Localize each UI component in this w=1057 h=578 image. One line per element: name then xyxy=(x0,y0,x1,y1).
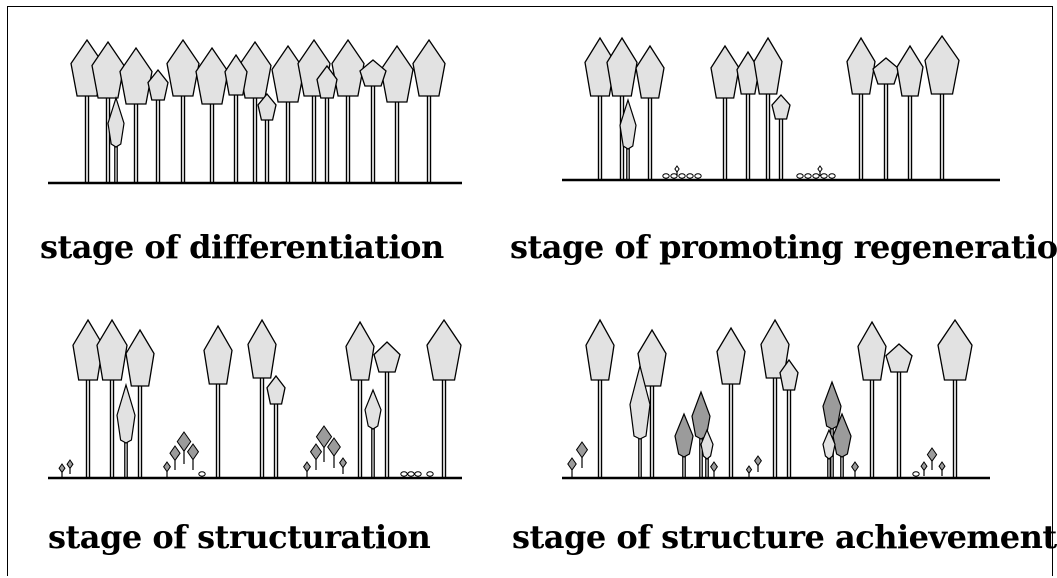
tree xyxy=(885,343,913,478)
tree xyxy=(872,57,900,180)
tree xyxy=(359,59,387,183)
seedling xyxy=(309,443,323,470)
seedling xyxy=(674,165,680,176)
tree xyxy=(760,318,790,478)
seedling xyxy=(327,437,341,468)
tree xyxy=(426,318,462,478)
caption-promoting-regeneration: stage of promoting regeneration xyxy=(510,228,1057,266)
young-tree xyxy=(107,96,125,183)
seedling xyxy=(926,447,938,470)
tree xyxy=(203,324,233,478)
young-tree xyxy=(832,412,852,478)
tree xyxy=(779,358,799,478)
seedling xyxy=(176,431,192,464)
seedling xyxy=(686,173,694,180)
tree xyxy=(716,326,746,478)
tree xyxy=(271,44,305,183)
tree xyxy=(345,320,375,478)
seedling xyxy=(169,445,181,470)
seedling xyxy=(817,165,823,176)
seedling xyxy=(745,465,753,478)
seedling xyxy=(339,457,347,474)
caption-structure-achievement: stage of structure achievement xyxy=(512,518,1057,556)
young-tree xyxy=(674,412,694,478)
young-tree xyxy=(364,388,382,478)
caption-differentiation: stage of differentiation xyxy=(40,228,444,266)
young-tree xyxy=(700,428,714,478)
tree xyxy=(195,46,229,183)
seedling xyxy=(567,457,577,478)
seedling xyxy=(851,461,859,478)
seedling xyxy=(66,459,74,474)
tree xyxy=(316,64,338,183)
tree xyxy=(924,34,960,180)
tree xyxy=(238,40,272,183)
young-tree xyxy=(619,98,637,180)
seedling xyxy=(400,471,408,478)
panel-differentiation: stage of differentiation xyxy=(0,0,520,280)
tree xyxy=(331,38,365,183)
tree xyxy=(585,318,615,478)
seedling xyxy=(804,173,812,180)
tree xyxy=(72,318,104,478)
panel-promoting-regeneration: stage of promoting regeneration xyxy=(0,0,1057,280)
seedling xyxy=(710,461,718,478)
tree xyxy=(247,318,277,478)
seedling xyxy=(662,173,670,180)
tree xyxy=(96,318,128,478)
forest-diagram-structuration xyxy=(48,318,462,480)
seedling xyxy=(920,461,928,476)
seedling xyxy=(828,173,836,180)
seedling xyxy=(754,455,762,472)
tree xyxy=(846,36,876,180)
tree xyxy=(771,94,791,180)
figure-frame xyxy=(7,6,1053,576)
seedling xyxy=(575,441,589,468)
seedling xyxy=(58,463,66,478)
young-tree xyxy=(822,428,836,478)
tree xyxy=(753,36,783,180)
tree xyxy=(147,68,169,183)
seedling xyxy=(938,461,946,476)
forest-diagram-promoting-regeneration xyxy=(562,34,1000,182)
young-tree xyxy=(116,382,136,478)
tree xyxy=(380,44,414,183)
tree xyxy=(373,341,401,478)
tree xyxy=(166,38,200,183)
tree xyxy=(224,53,248,183)
tree xyxy=(266,374,286,478)
seedling xyxy=(186,443,200,470)
tree xyxy=(119,46,153,183)
tree xyxy=(91,40,125,183)
young-tree xyxy=(629,363,651,478)
tree xyxy=(635,44,665,180)
tree xyxy=(857,320,887,478)
seedling xyxy=(414,471,422,478)
caption-structuration: stage of structuration xyxy=(48,518,431,556)
seedling xyxy=(315,425,333,462)
tree xyxy=(736,50,760,180)
seedling xyxy=(796,173,804,180)
tree xyxy=(710,44,740,180)
seedling xyxy=(812,173,820,180)
forest-diagram-differentiation xyxy=(48,38,462,185)
tree xyxy=(257,92,277,183)
tree xyxy=(896,44,924,180)
tree xyxy=(412,38,446,183)
panel-structuration: stage of structuration xyxy=(0,0,520,578)
tree xyxy=(125,328,155,478)
tree xyxy=(637,328,667,478)
tree xyxy=(937,318,973,478)
